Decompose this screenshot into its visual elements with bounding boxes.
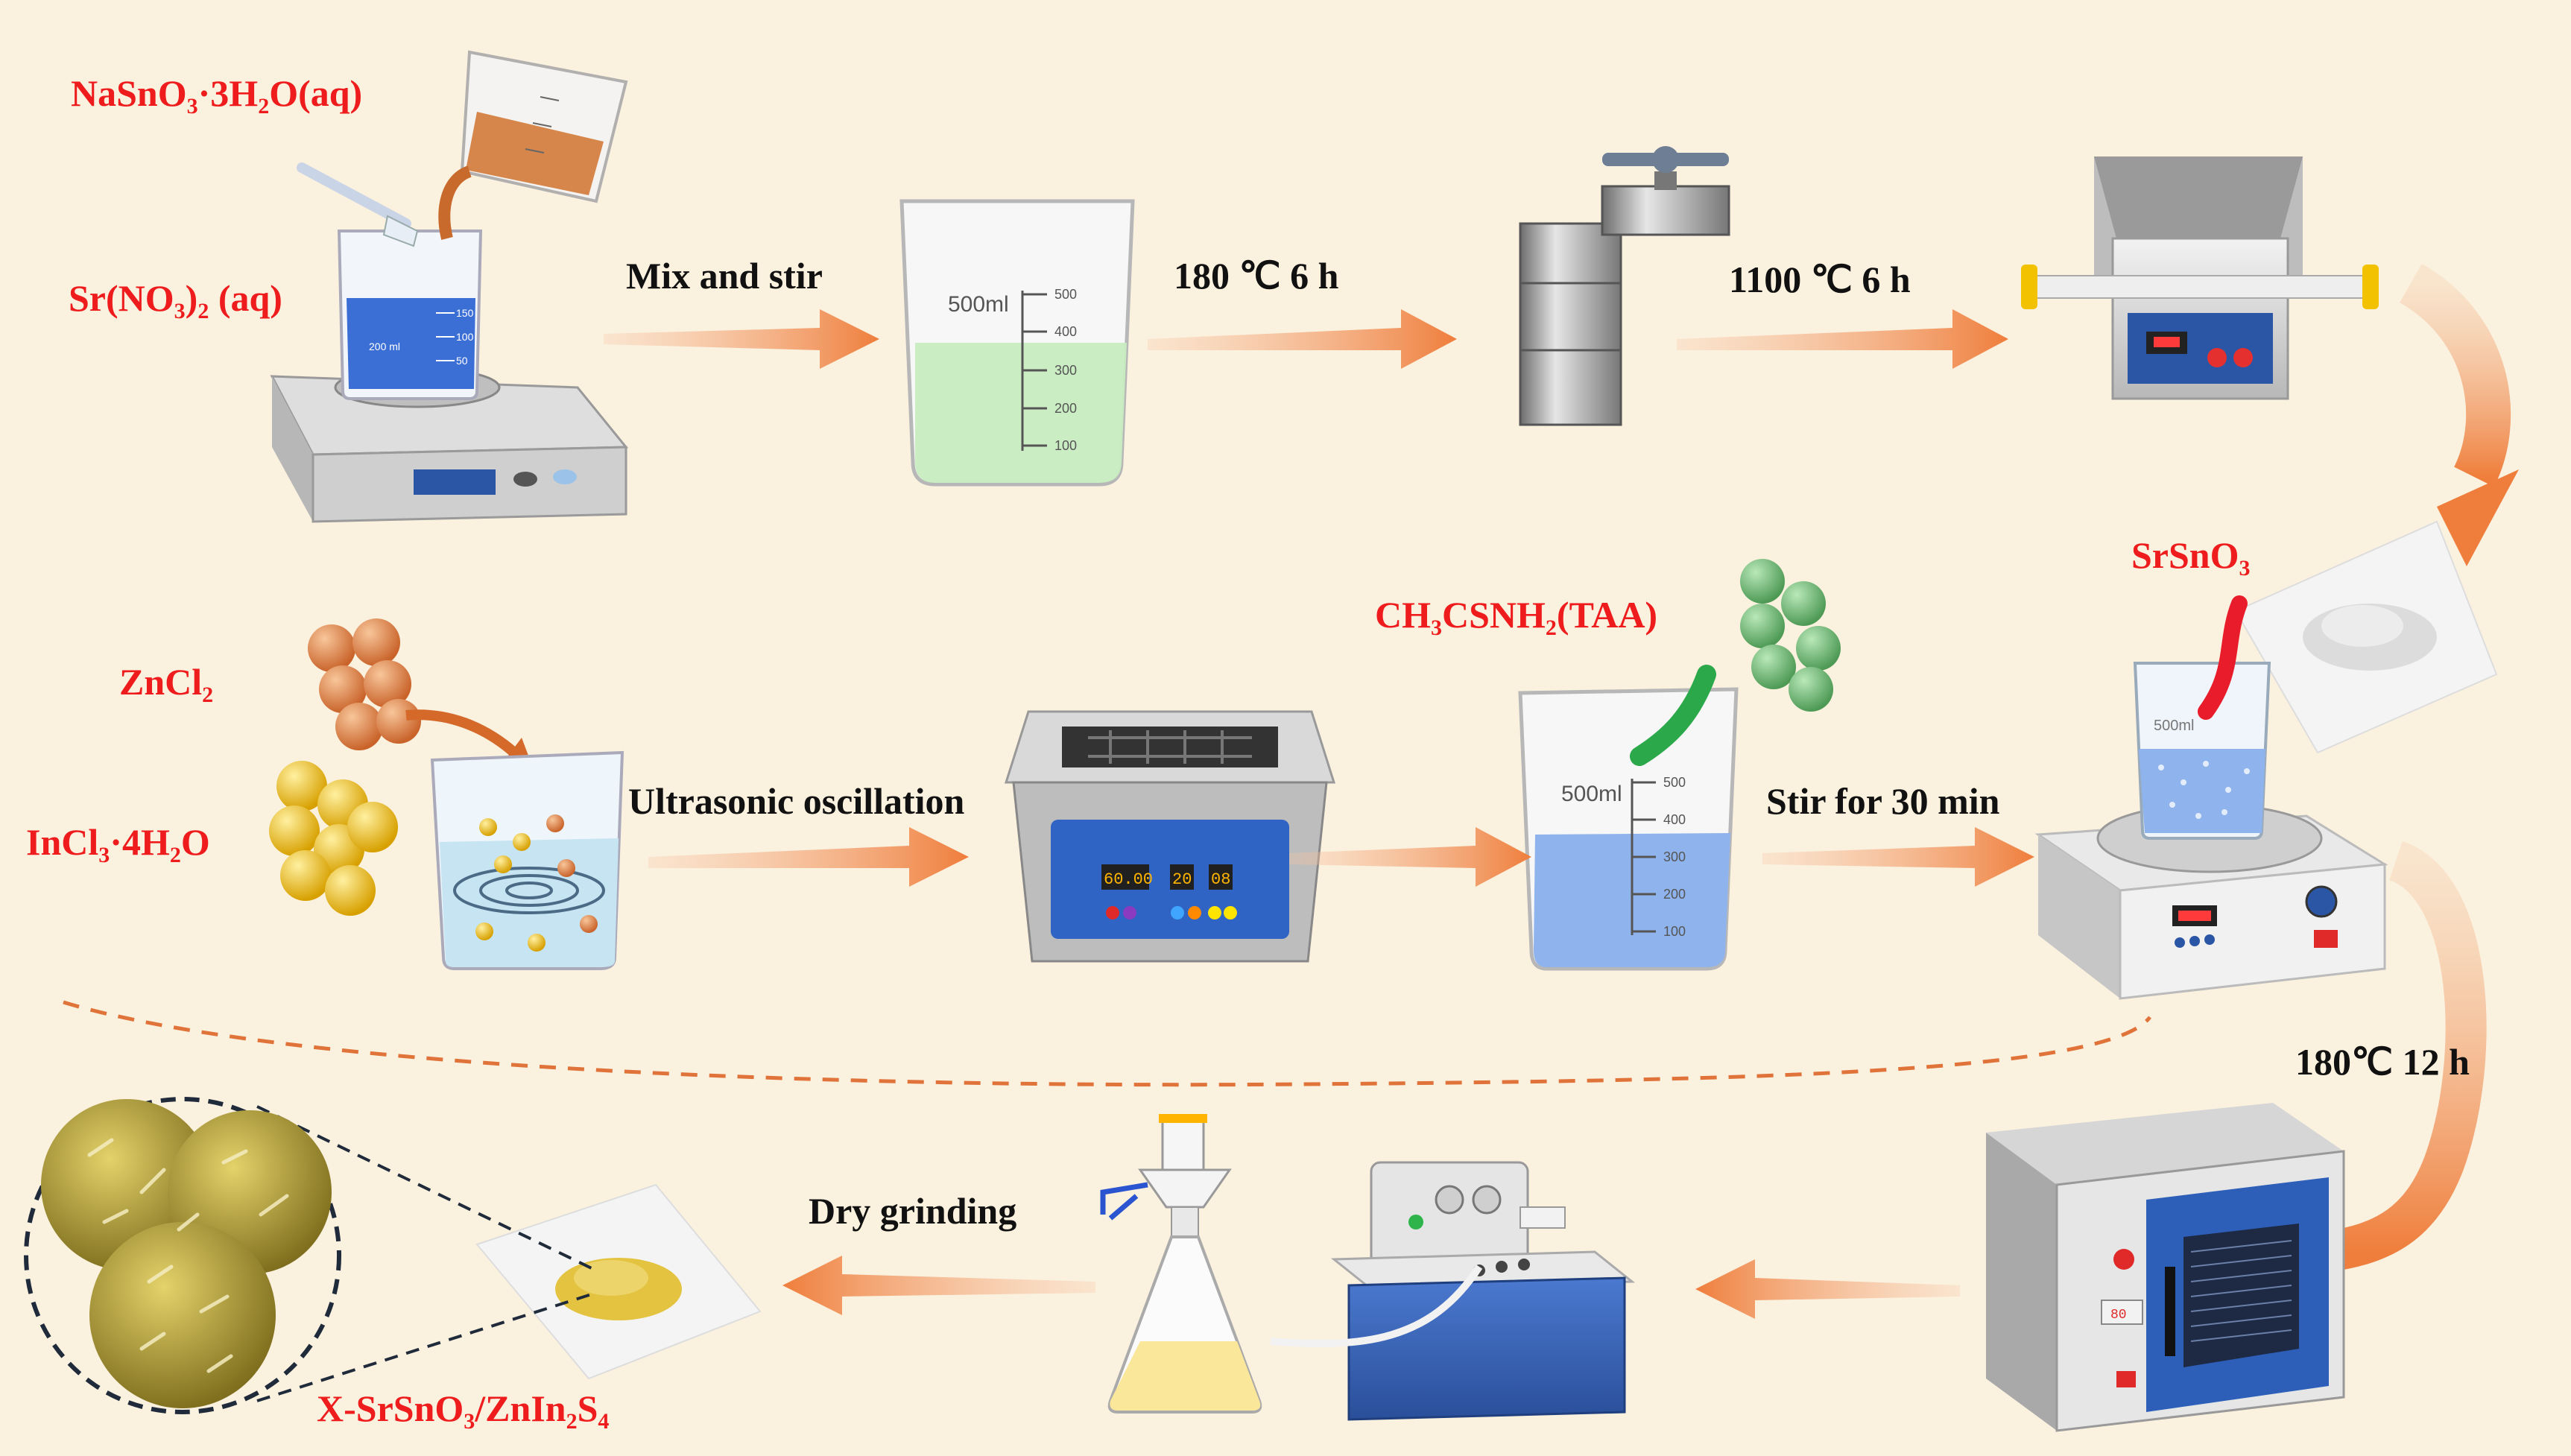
vacuum-hose [1270, 1264, 1483, 1348]
power-display: 20 [1172, 870, 1192, 889]
label-zncl2: ZnCl2 [119, 661, 214, 707]
label-hydrothermal: 180 ℃ 6 h [1174, 255, 1339, 297]
label-nasno3: NaSnO3·3H2O(aq) [71, 72, 363, 118]
hotplate-stirrer-icon [2034, 803, 2388, 1000]
label-ultrasonic: Ultrasonic oscillation [628, 780, 965, 822]
zncl2-particles-icon [308, 618, 421, 750]
arrow-to-pump [1695, 1259, 1960, 1319]
taa-particles-icon [1740, 559, 1841, 712]
label-taa: CH3CSNH2(TAA) [1375, 594, 1658, 640]
beaker-swirl-icon [430, 750, 624, 970]
arrow-taa [1289, 827, 1531, 887]
label-incl3: InCl3·4H2O [26, 821, 210, 867]
dashed-divider [63, 1000, 2152, 1087]
label-srno3: Sr(NO3)2 (aq) [69, 277, 282, 323]
beaker-volume: 500ml [2154, 718, 2194, 734]
beaker-tick: 200 [1054, 401, 1077, 416]
label-calcination: 1100 ℃ 6 h [1729, 259, 1911, 300]
beaker-green-solution-icon: 500 400 300 200 100 500ml [899, 199, 1135, 487]
pouring-beaker-icon [438, 50, 628, 240]
beaker-tick: 300 [1054, 363, 1077, 378]
arrow-hydrothermal [1148, 309, 1457, 369]
oven-display: 80 [2110, 1308, 2127, 1323]
beaker-tick: 100 [1054, 438, 1077, 453]
beaker-volume: 500ml [1561, 782, 1622, 806]
arrow-ultrasonic [648, 827, 969, 887]
beaker-tick: 500 [1054, 287, 1077, 302]
vacuum-pump-icon [1330, 1161, 1636, 1421]
curved-arrow-down [2399, 263, 2519, 566]
beaker-tick: 400 [1663, 812, 1686, 827]
label-srsno3: SrSnO3 [2131, 534, 2251, 580]
label-product: X-SrSnO3/ZnIn2S4 [317, 1387, 610, 1434]
beaker-blue-solution-icon: 500 400 300 200 100 500ml [1518, 665, 1739, 971]
small-beaker-volume: 200 ml [369, 341, 400, 352]
ultrasonic-cleaner-icon: 60.00 20 08 [1004, 710, 1336, 963]
label-oven: 180℃ 12 h [2295, 1041, 2470, 1083]
label-mix-and-stir: Mix and stir [626, 255, 823, 297]
beaker-tick: 400 [1054, 324, 1077, 339]
product-powder-icon [475, 1183, 762, 1380]
zoom-line-top [256, 1105, 597, 1272]
arrow-mix [604, 309, 879, 369]
arrow-calcination [1677, 309, 2008, 369]
drying-oven-icon: 80 [1986, 1103, 2345, 1432]
zoom-line-bottom [256, 1291, 597, 1402]
small-curved-arrow [405, 709, 518, 757]
label-dry-grinding: Dry grinding [809, 1190, 1017, 1232]
tube-furnace-icon [2021, 156, 2379, 400]
small-beaker-tick: 150 [456, 307, 474, 319]
beaker-tick: 300 [1663, 849, 1686, 864]
beaker-volume: 500ml [948, 292, 1009, 317]
glass-rod-icon [297, 162, 419, 247]
autoclave-icon [1519, 146, 1730, 426]
beaker-tick: 200 [1663, 887, 1686, 902]
filtration-flask-icon [1100, 1114, 1262, 1414]
arrow-stir [1762, 827, 2034, 887]
timer-display: 60.00 [1104, 870, 1153, 889]
temp-display: 08 [1211, 870, 1230, 889]
beaker-tick: 500 [1663, 775, 1686, 790]
label-stir-30: Stir for 30 min [1766, 780, 2000, 822]
beaker-tick: 100 [1663, 924, 1686, 939]
srsno3-powder-icon [2234, 520, 2498, 754]
small-beaker-tick: 50 [456, 355, 468, 367]
arrow-dry-grinding [782, 1256, 1095, 1315]
beaker-with-srsno3-icon: 500ml [2133, 595, 2271, 840]
incl3-particles-icon [269, 761, 398, 916]
microsphere-zoom-icon [24, 1097, 341, 1414]
small-beaker-icon: 150 100 50 200 ml [337, 230, 483, 400]
small-beaker-tick: 100 [456, 331, 474, 343]
